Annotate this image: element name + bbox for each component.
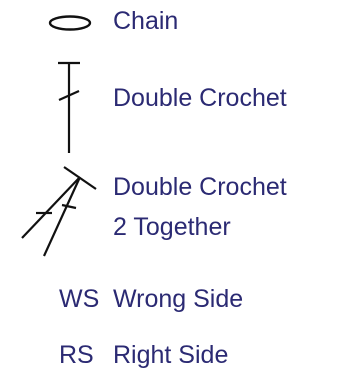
legend-label-right-side: Right Side [113, 341, 229, 369]
chain-oval-icon [48, 15, 92, 31]
double-crochet-2-together-icon [21, 166, 97, 257]
legend-abbr-ws: WS [59, 285, 100, 313]
legend-label-wrong-side: Wrong Side [113, 285, 244, 313]
legend-label-double-crochet: Double Crochet [113, 84, 287, 112]
legend-abbr-rs: RS [59, 341, 94, 369]
legend-label-dc2tog-line2: 2 Together [113, 213, 231, 241]
legend-label-chain: Chain [113, 7, 179, 35]
double-crochet-icon [58, 61, 80, 153]
legend-label-dc2tog-line1: Double Crochet [113, 173, 287, 201]
